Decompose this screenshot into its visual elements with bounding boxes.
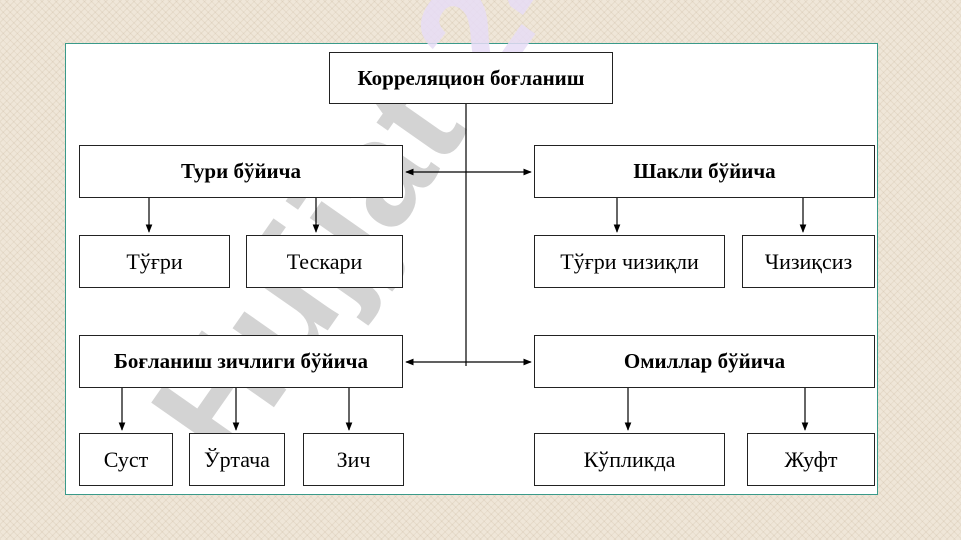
branch-density: Боғланиш зичлиги бўйича — [79, 335, 403, 388]
leaf-tugri-chiziqli: Тўғри чизиқли — [534, 235, 725, 288]
branch-type: Тури бўйича — [79, 145, 403, 198]
leaf-zich: Зич — [303, 433, 404, 486]
branch-form: Шакли бўйича — [534, 145, 875, 198]
leaf-chiziqsiz: Чизиқсиз — [742, 235, 875, 288]
leaf-juft: Жуфт — [747, 433, 875, 486]
leaf-teskari: Тескари — [246, 235, 403, 288]
leaf-sust: Суст — [79, 433, 173, 486]
root-node: Корреляцион боғланиш — [329, 52, 613, 104]
leaf-urtacha: Ўртача — [189, 433, 285, 486]
branch-factors: Омиллар бўйича — [534, 335, 875, 388]
leaf-tugri: Тўғри — [79, 235, 230, 288]
leaf-kuplikda: Кўпликда — [534, 433, 725, 486]
